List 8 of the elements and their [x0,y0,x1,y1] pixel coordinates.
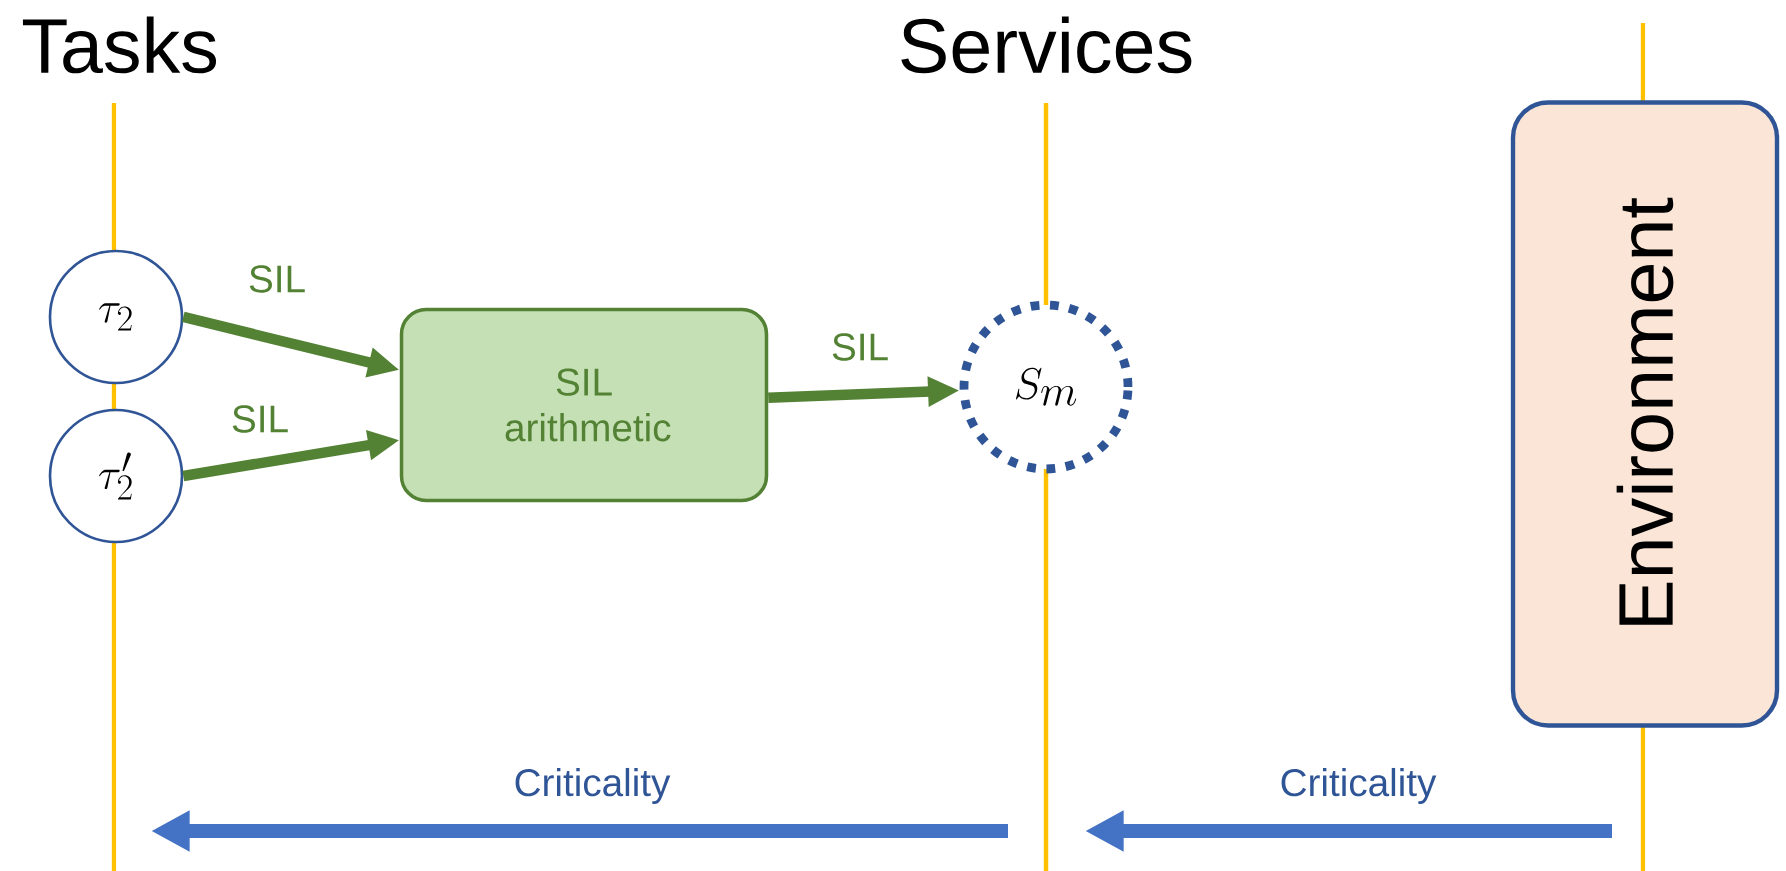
flow-label: Criticality [1281,767,1437,804]
edge-label: SIL [249,265,305,293]
heading: Tasks [22,16,217,74]
heading: Services [901,16,1192,74]
edge-label: SIL [232,405,288,433]
edge-label: SIL [832,333,888,361]
process-box: SIL arithmetic [399,307,769,503]
flow-label: Criticality [515,767,671,804]
